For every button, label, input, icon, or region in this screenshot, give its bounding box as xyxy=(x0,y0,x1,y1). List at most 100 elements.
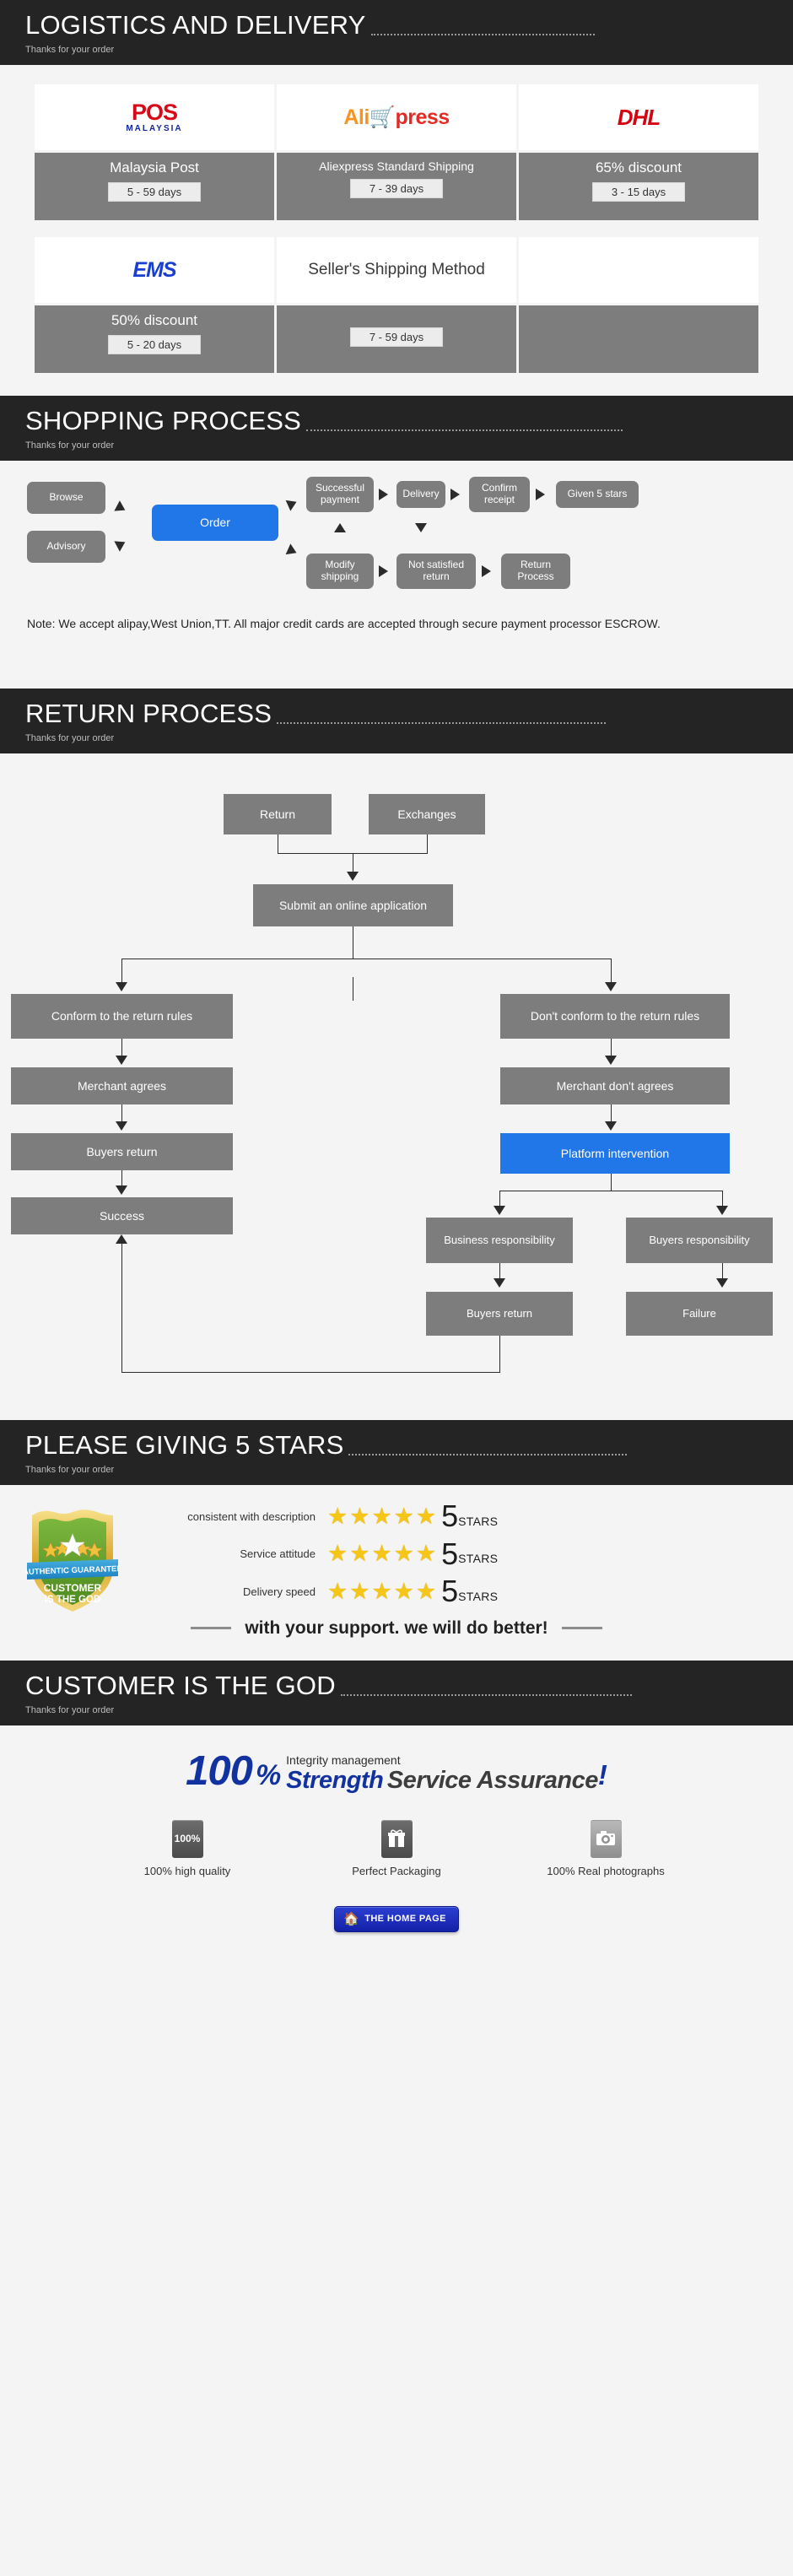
feature-label: 100% high quality xyxy=(143,1864,231,1877)
connector xyxy=(611,1039,612,1062)
connector xyxy=(121,1104,122,1128)
ems-text: EMS xyxy=(132,257,176,282)
flow-node-browse[interactable]: Browse xyxy=(27,482,105,514)
flow-node-buyers-responsibility[interactable]: Buyers responsibility xyxy=(626,1218,773,1263)
section-header-returns: RETURN PROCESS Thanks for your order xyxy=(0,689,793,753)
arrow-to-business-responsibility xyxy=(494,1206,505,1215)
arrow-to-conform xyxy=(116,982,127,991)
flow-node-not-satisfied-return[interactable]: Not satisfied return xyxy=(396,554,476,589)
badge-shield-icon: AUTHENTIC GUARANTEE CUSTOMER IS THE GOD xyxy=(23,1509,122,1612)
arrow-order-to-successful-payment xyxy=(285,496,299,511)
flow-node-return-process[interactable]: Return Process xyxy=(501,554,570,589)
flow-node-return[interactable]: Return xyxy=(224,794,332,834)
arrow-to-dont-conform xyxy=(605,982,617,991)
rating-row: Delivery speed ★ ★ ★ ★ ★ 5 STARS xyxy=(177,1576,793,1607)
carrier-logo-cell: Ali🛒press xyxy=(277,84,516,150)
star-icon: ★ xyxy=(393,1503,414,1529)
home-page-button[interactable]: 🏠 THE HOME PAGE xyxy=(334,1905,459,1932)
carrier-logo-cell: POS MALAYSIA xyxy=(35,84,274,150)
section-subtitle: Thanks for your order xyxy=(25,1465,115,1475)
star-icon: ★ xyxy=(415,1503,437,1529)
carrier-info-cell: 65% discount 3 - 15 days xyxy=(519,153,758,220)
flow-node-success[interactable]: Success xyxy=(11,1197,233,1234)
delivery-days-chip: 7 - 39 days xyxy=(349,179,444,199)
flow-node-buyers-return-left[interactable]: Buyers return xyxy=(11,1133,233,1170)
logistics-table: POS MALAYSIA Ali🛒press DHL Malaysia Post… xyxy=(32,82,761,375)
ratings-section: AUTHENTIC GUARANTEE CUSTOMER IS THE GOD … xyxy=(0,1485,793,1661)
connector xyxy=(722,1191,723,1211)
flow-node-buyers-return-right[interactable]: Buyers return xyxy=(426,1292,573,1336)
flow-node-conform-rules[interactable]: Conform to the return rules xyxy=(11,994,233,1039)
flow-node-business-responsibility[interactable]: Business responsibility xyxy=(426,1218,573,1263)
rating-rows: consistent with description ★ ★ ★ ★ ★ 5 … xyxy=(177,1501,793,1607)
rating-label: Delivery speed xyxy=(243,1585,316,1598)
star-group[interactable]: ★ ★ ★ ★ ★ xyxy=(327,1503,437,1529)
spacer xyxy=(35,223,758,235)
flow-node-advisory[interactable]: Advisory xyxy=(27,531,105,563)
carrier-logo-cell: DHL xyxy=(519,84,758,150)
arrow-loop-to-success xyxy=(116,1234,127,1244)
flow-node-successful-payment[interactable]: Successful payment xyxy=(306,477,374,512)
home-icon: 🏠 xyxy=(343,1911,360,1926)
arrow-modify-to-payment xyxy=(334,523,346,532)
section-subtitle: Thanks for your order xyxy=(25,440,115,451)
flow-node-dont-conform-rules[interactable]: Don't conform to the return rules xyxy=(500,994,730,1039)
flow-node-exchanges[interactable]: Exchanges xyxy=(369,794,485,834)
ems-logo: EMS xyxy=(35,258,274,283)
rating-unit: STARS xyxy=(458,1514,499,1528)
decorative-dash-left xyxy=(191,1627,232,1630)
carrier-name: Aliexpress Standard Shipping xyxy=(319,159,474,173)
ali-text: Ali xyxy=(343,105,370,129)
flow-node-modify-shipping[interactable]: Modify shipping xyxy=(306,554,374,589)
rating-label: Service attitude xyxy=(240,1547,316,1561)
arrow-order-to-modify-shipping xyxy=(285,543,299,559)
star-icon: ★ xyxy=(393,1541,414,1567)
connector xyxy=(121,1372,500,1373)
flow-node-submit-application[interactable]: Submit an online application xyxy=(253,884,453,926)
star-icon: ★ xyxy=(415,1541,437,1567)
return-process-diagram: Return Exchanges Submit an online applic… xyxy=(0,753,793,1420)
connector xyxy=(121,959,122,989)
flow-node-given-5-stars[interactable]: Given 5 stars xyxy=(556,481,639,508)
connector xyxy=(121,1243,122,1372)
arrow-browse-to-order xyxy=(114,500,128,516)
connector xyxy=(611,959,612,989)
flow-node-delivery[interactable]: Delivery xyxy=(396,481,445,508)
feature-item: 100% Real photographs xyxy=(530,1819,682,1877)
carrier-logo-cell: EMS xyxy=(35,237,274,303)
spacer-row xyxy=(35,223,758,235)
section-subtitle: Thanks for your order xyxy=(25,45,115,55)
pos-logo-sub: MALAYSIA xyxy=(126,124,183,133)
promo-exclamation: ! xyxy=(597,1758,607,1790)
logistics-logo-row-2: EMS Seller's Shipping Method xyxy=(35,237,758,303)
carrier-logo-cell-empty xyxy=(519,237,758,303)
flow-node-confirm-receipt[interactable]: Confirm receipt xyxy=(469,477,530,512)
rating-row: Service attitude ★ ★ ★ ★ ★ 5 STARS xyxy=(177,1538,793,1569)
header-dotted-rule xyxy=(277,718,607,724)
flow-node-order[interactable]: Order xyxy=(152,505,278,541)
percent-100-icon: 100% xyxy=(171,1819,203,1858)
cart-x-icon: 🛒 xyxy=(369,105,396,129)
logistics-logo-row-1: POS MALAYSIA Ali🛒press DHL xyxy=(35,84,758,150)
connector xyxy=(499,1336,500,1372)
promo-strength: Strength xyxy=(286,1766,384,1794)
flow-node-failure[interactable]: Failure xyxy=(626,1292,773,1336)
arrow-merchant-to-buyersreturn xyxy=(116,1121,127,1131)
home-page-button-label: THE HOME PAGE xyxy=(364,1914,446,1925)
star-icon: ★ xyxy=(371,1541,392,1567)
arrow-business-to-buyersreturn xyxy=(494,1278,505,1288)
section-subtitle: Thanks for your order xyxy=(25,733,115,743)
star-group[interactable]: ★ ★ ★ ★ ★ xyxy=(327,1580,436,1603)
flow-node-platform-intervention[interactable]: Platform intervention xyxy=(500,1133,730,1174)
delivery-days-chip: 5 - 59 days xyxy=(107,181,202,202)
flow-node-merchant-agrees[interactable]: Merchant agrees xyxy=(11,1067,233,1104)
connector xyxy=(611,1104,612,1128)
star-icon: ★ xyxy=(349,1503,370,1529)
logistics-info-row-2: 50% discount 5 - 20 days 7 - 59 days xyxy=(35,305,758,373)
flow-node-merchant-dont-agrees[interactable]: Merchant don't agrees xyxy=(500,1067,730,1104)
arrow-conform-to-merchant xyxy=(116,1056,127,1065)
arrow-modify-to-notsatisfied xyxy=(379,565,388,577)
camera-icon xyxy=(590,1819,622,1858)
star-group[interactable]: ★ ★ ★ ★ ★ xyxy=(327,1542,436,1565)
promo-service-assurance: Service Assurance xyxy=(386,1766,598,1794)
